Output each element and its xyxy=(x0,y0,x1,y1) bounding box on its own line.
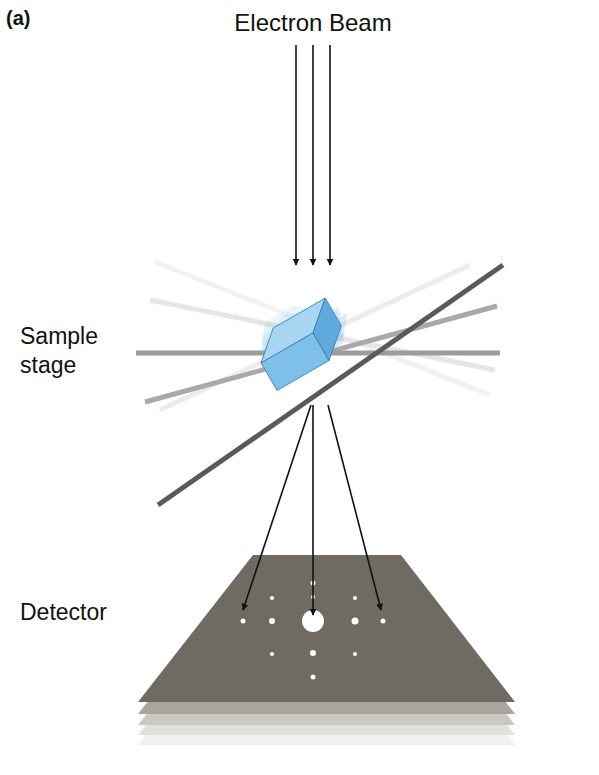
sample-stage xyxy=(136,262,500,410)
beam-arrows xyxy=(243,45,381,615)
panel-label: (a) xyxy=(6,6,66,31)
crystal xyxy=(249,298,353,390)
beam-label: Electron Beam xyxy=(203,8,423,38)
stage-label: Sample stage xyxy=(20,322,110,380)
detector-label: Detector xyxy=(20,598,140,627)
detector-stack xyxy=(138,555,515,745)
stage-tilted xyxy=(158,265,503,505)
